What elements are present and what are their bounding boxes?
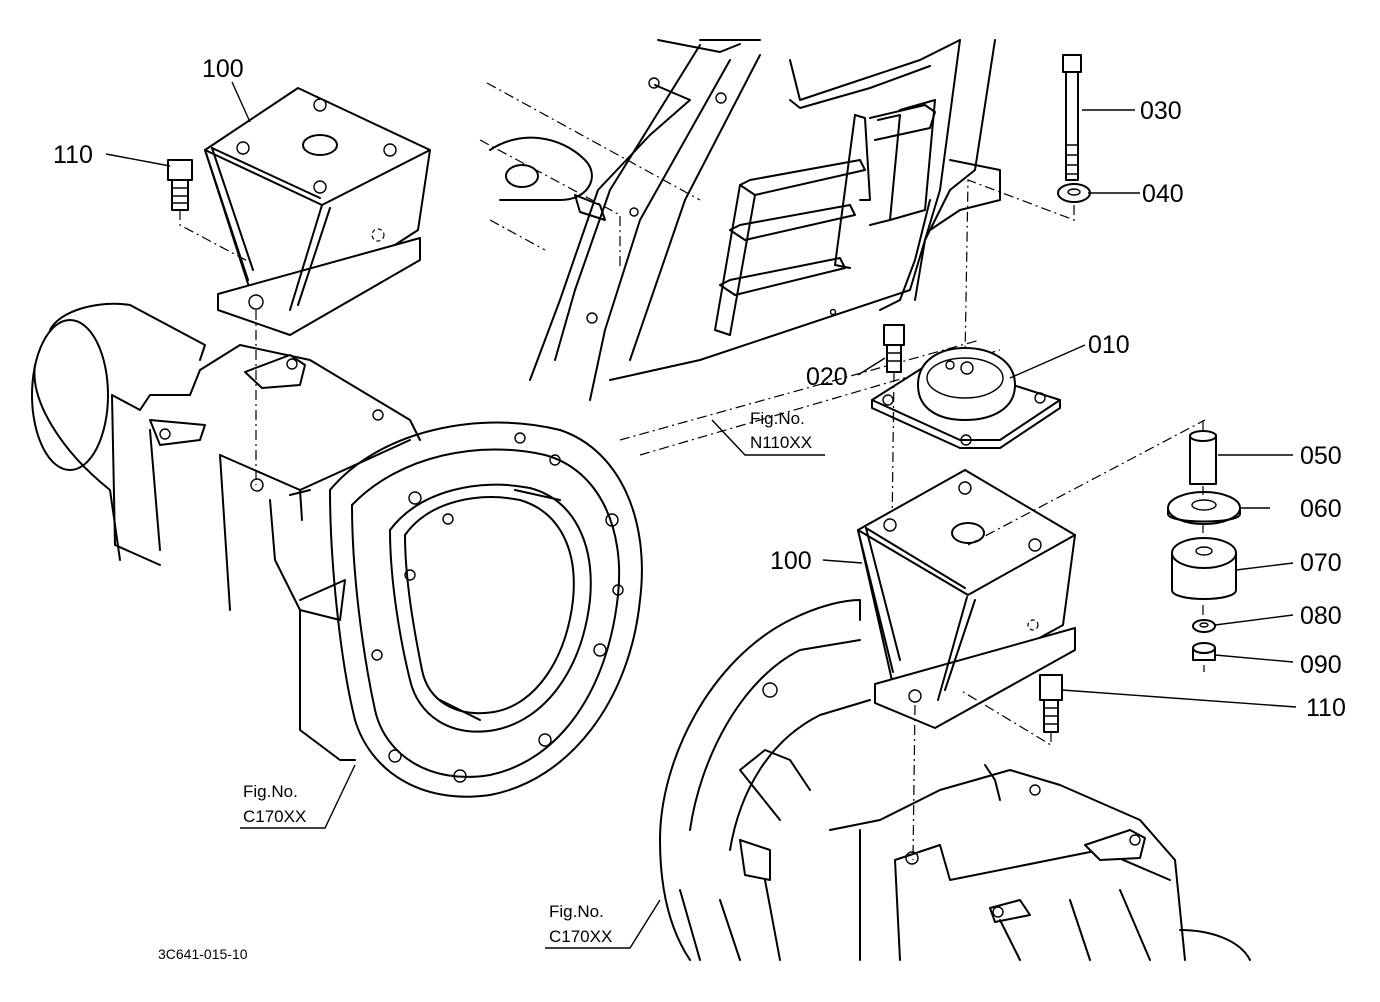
drawing-code: 3C641-015-10 — [158, 946, 248, 962]
leader-lines — [105, 81, 1297, 949]
part-label-010: 010 — [1088, 331, 1130, 359]
transmission-housing-left — [31, 302, 421, 761]
figure-references: Fig.No. N110XX Fig.No. C170XX Fig.No. C1… — [243, 409, 812, 946]
fig-ref-c170-left-line1: Fig.No. — [243, 782, 298, 801]
tractor-frame-outline — [479, 39, 1001, 456]
lower-flange-case — [659, 599, 871, 961]
part-label-110-right: 110 — [1306, 694, 1346, 722]
nut-090 — [1192, 642, 1216, 672]
rubber-mount-010 — [871, 347, 1061, 449]
part-label-070: 070 — [1300, 549, 1342, 577]
part-label-090: 090 — [1300, 651, 1342, 679]
washer-060 — [1167, 491, 1241, 525]
flange-ring-left — [299, 421, 643, 798]
part-label-110-top: 110 — [53, 141, 93, 169]
part-label-040: 040 — [1142, 180, 1184, 208]
fig-ref-c170-bottom-line1: Fig.No. — [549, 902, 604, 921]
axis-line-030 — [964, 179, 1075, 361]
mount-bracket-top — [204, 87, 431, 336]
mount-bracket-right — [857, 469, 1076, 729]
washer-080 — [1192, 619, 1216, 633]
axis-line-right-bracket — [912, 419, 1206, 861]
bolt-030 — [1062, 54, 1082, 181]
bolt-110-top — [167, 159, 256, 266]
part-labels: 100 110 030 040 010 020 050 060 070 080 … — [53, 55, 1346, 722]
fig-ref-c170-bottom-line2: C170XX — [549, 927, 612, 946]
bolt-020 — [883, 324, 905, 531]
part-label-050: 050 — [1300, 442, 1342, 470]
fig-ref-n110-line1: Fig.No. — [750, 409, 805, 428]
part-label-100-top: 100 — [202, 55, 244, 83]
fig-ref-c170-left-line2: C170XX — [243, 807, 306, 826]
cushion-070 — [1171, 537, 1237, 600]
washer-040 — [1057, 183, 1091, 203]
part-label-030: 030 — [1140, 97, 1182, 125]
fig-ref-n110-line2: N110XX — [750, 433, 812, 452]
part-label-100-right: 100 — [770, 547, 812, 575]
part-label-020: 020 — [806, 363, 848, 391]
part-label-080: 080 — [1300, 602, 1342, 630]
bolt-110-right — [959, 674, 1063, 747]
part-label-060: 060 — [1300, 495, 1342, 523]
lower-housing-right — [829, 764, 1251, 961]
collar-050 — [1189, 420, 1217, 485]
